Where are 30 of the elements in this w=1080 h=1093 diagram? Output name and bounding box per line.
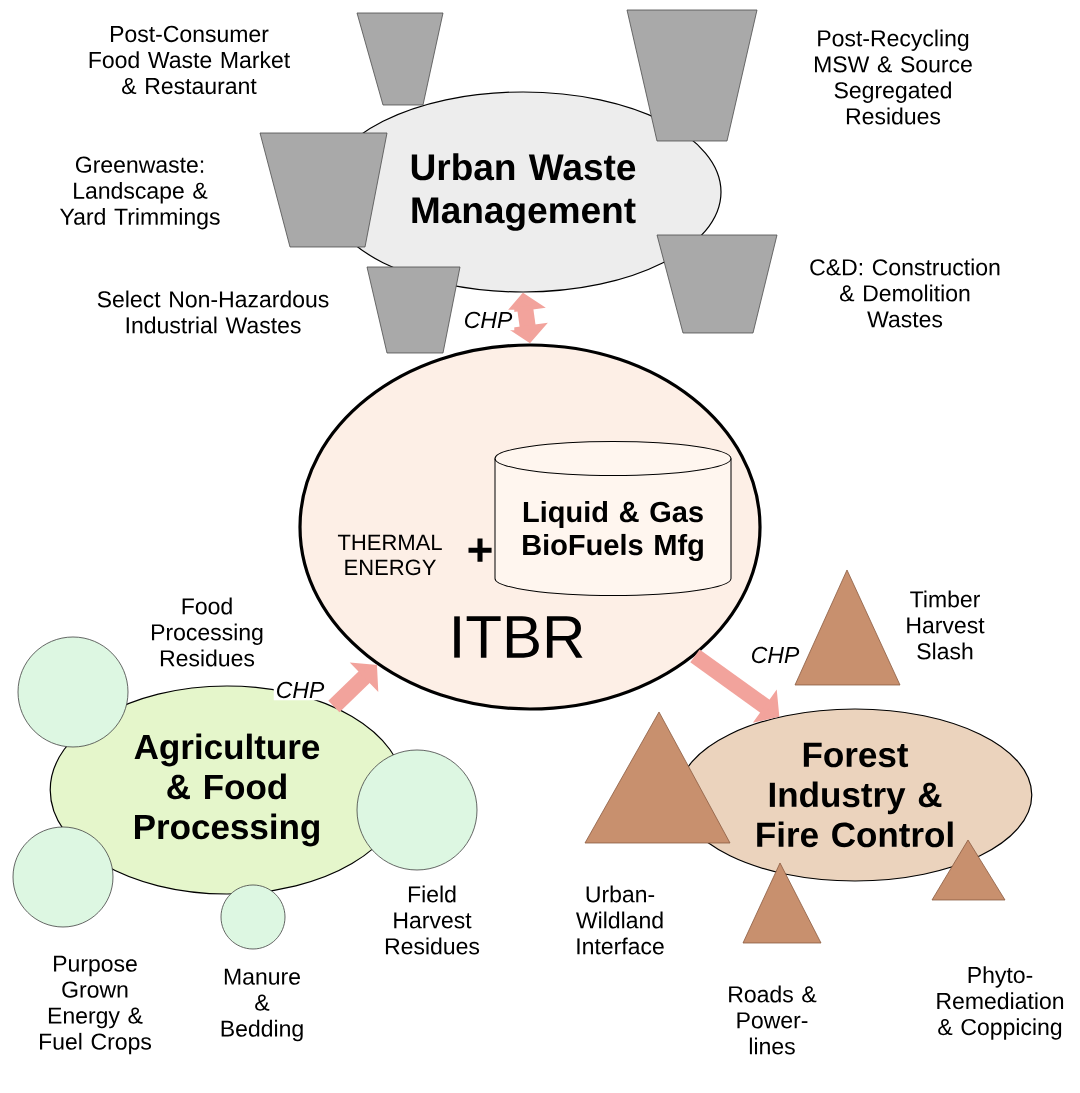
- source-label: Timber Harvest Slash: [907, 590, 985, 660]
- source-label: Select Non-Hazardous Industrial Wastes: [97, 290, 329, 334]
- circle: [12, 826, 114, 928]
- trapezoid: [366, 266, 461, 354]
- trapezoid: [259, 132, 388, 248]
- source-label: Food Processing Residues: [152, 597, 263, 667]
- source-label: Phyto-Remediation & Coppicing: [937, 966, 1064, 1040]
- triangle: [742, 862, 822, 944]
- edge-label: CHP: [748, 644, 802, 666]
- cylinder: Liquid & Gas BioFuels Mfg: [494, 441, 732, 596]
- title-label: ITBR: [454, 616, 583, 658]
- trapezoid: [626, 9, 758, 142]
- edge-label: CHP: [461, 309, 515, 331]
- circle: [356, 749, 478, 871]
- edge-label: CHP: [273, 679, 327, 701]
- source-label: Urban-Wildland Interface: [576, 885, 664, 955]
- energy-label: THERMAL ENERGY: [337, 534, 442, 576]
- source-label: Greenwaste: Landscape & Yard Trimmings: [60, 156, 220, 230]
- source-label: Manure & Bedding: [221, 968, 303, 1042]
- circle: [17, 636, 129, 748]
- source-label: Purpose Grown Energy & Fuel Crops: [40, 955, 151, 1055]
- trapezoid: [656, 234, 778, 334]
- source-label: C&D: Construction & Demolition Wastes: [810, 258, 1000, 328]
- source-label: Roads & Power-lines: [729, 985, 817, 1055]
- source-label: Post-Recycling MSW & Source Segregated Residues: [815, 29, 972, 125]
- source-label: Post-Consumer Food Waste Market & Restaurant: [89, 25, 290, 95]
- triangle: [584, 711, 731, 844]
- trapezoid: [356, 12, 444, 106]
- circle: [220, 884, 286, 950]
- plus-sign: +: [468, 538, 492, 562]
